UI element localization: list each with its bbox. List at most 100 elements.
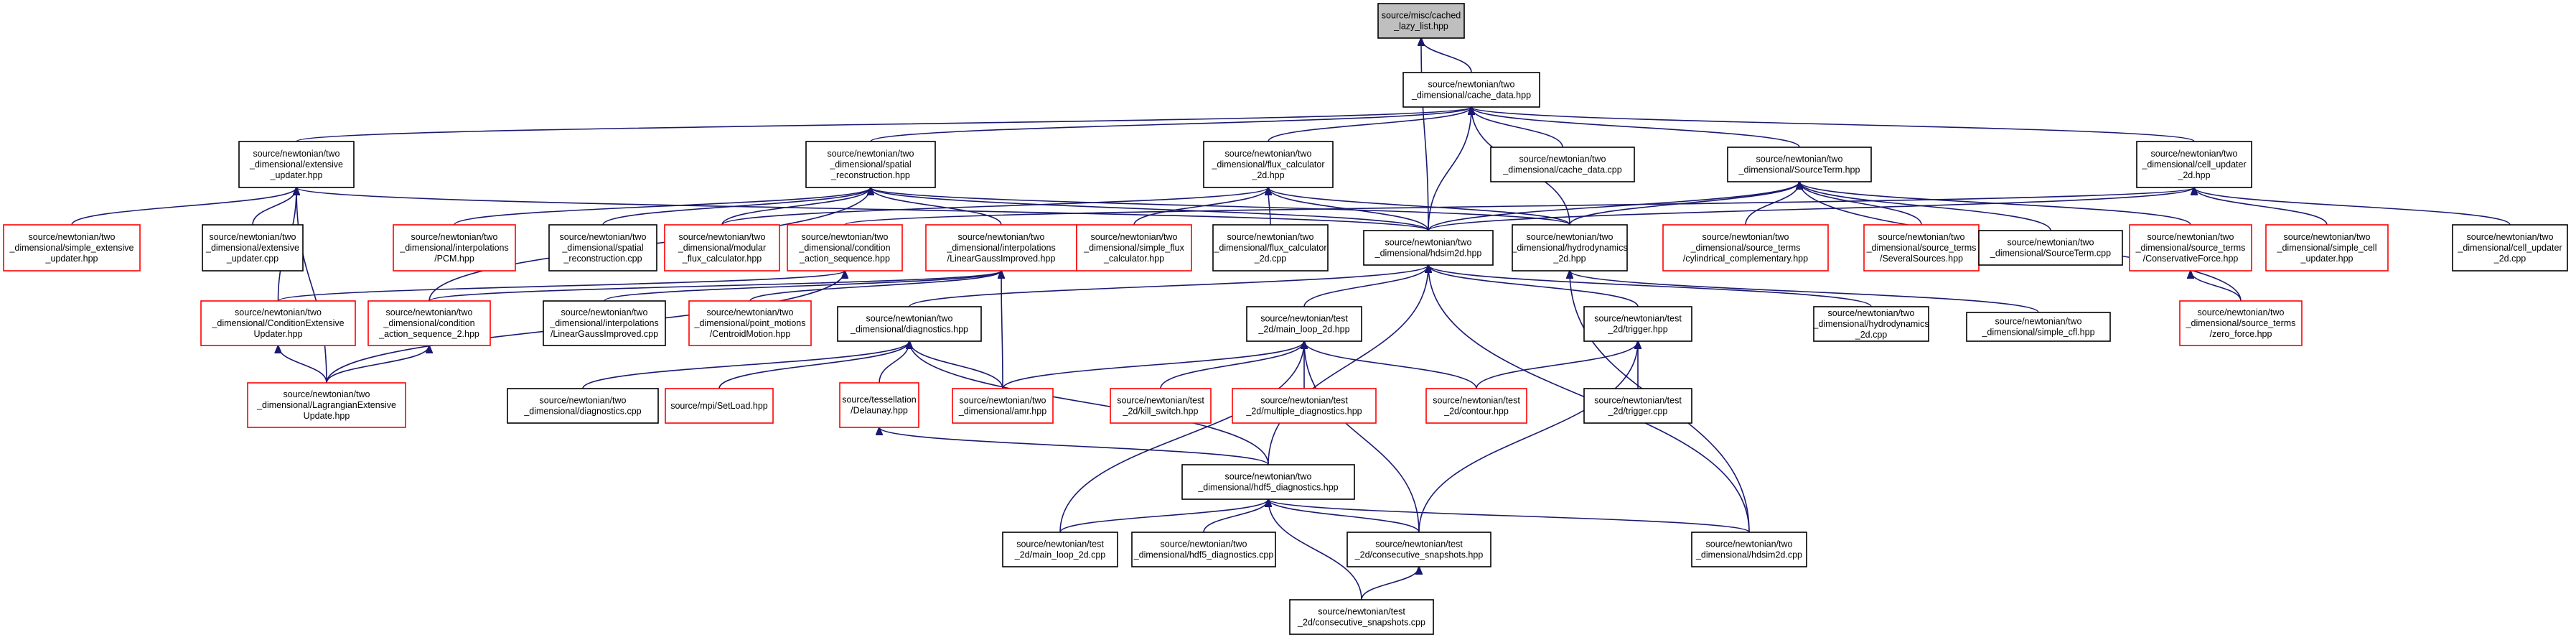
file-node-label: _2d.hpp (2177, 170, 2210, 180)
file-node[interactable]: source/newtonian/two_dimensional/cache_d… (1490, 147, 1635, 182)
file-node[interactable]: source/newtonian/two_dimensional/simple_… (2265, 224, 2389, 272)
file-node[interactable]: source/newtonian/test_2d/trigger.cpp (1583, 388, 1692, 424)
file-node-label: _lazy_list.hpp (1393, 22, 1448, 32)
file-node-box (202, 224, 304, 272)
file-node[interactable]: source/newtonian/two_dimensional/simple_… (1076, 224, 1192, 272)
file-node[interactable]: source/newtonian/two_dimensional/interpo… (543, 300, 666, 346)
file-node-label: source/newtonian/two (1428, 80, 1515, 90)
dependency-arrow (1471, 107, 2195, 142)
dependency-arrow (602, 187, 871, 226)
file-node[interactable]: source/tessellation/Delaunay.hpp (839, 382, 919, 428)
file-node[interactable]: source/newtonian/two_dimensional/simple_… (1966, 312, 2111, 342)
file-node[interactable]: source/newtonian/two_dimensional/source_… (1863, 224, 1980, 272)
file-node[interactable]: source/mpi/SetLoad.hpp (665, 388, 774, 424)
file-node[interactable]: source/newtonian/two_dimensional/SourceT… (1727, 147, 1872, 182)
file-node[interactable]: source/misc/cached_lazy_list.hpp (1377, 3, 1465, 39)
file-node-label: _dimensional/modular (678, 243, 766, 253)
file-node-label: _updater.hpp (270, 170, 323, 180)
dependency-arrow (1268, 107, 1471, 142)
file-node-box (1863, 224, 1980, 272)
dependency-arrow (909, 341, 1003, 389)
dependency-arrow (1268, 187, 1570, 226)
file-node-box (1691, 532, 1807, 567)
file-node[interactable]: source/newtonian/two_dimensional/hydrody… (1511, 224, 1628, 272)
file-node-box (1346, 532, 1491, 567)
file-node[interactable]: source/newtonian/two_dimensional/flux_ca… (1203, 141, 1334, 188)
file-node[interactable]: source/newtonian/two_dimensional/extensi… (202, 224, 304, 272)
file-node[interactable]: source/newtonian/two_dimensional/Lagrang… (247, 382, 406, 428)
file-node-label: _dimensional/SourceTerm.hpp (1738, 165, 1860, 175)
file-node[interactable]: source/newtonian/test_2d/kill_switch.hpp (1110, 388, 1212, 424)
file-node[interactable]: source/newtonian/two_dimensional/cell_up… (2136, 141, 2252, 188)
file-node-label: /cylindrical_complementary.hpp (1683, 254, 1808, 264)
dependency-arrow (428, 271, 1001, 302)
file-node[interactable]: source/newtonian/two_dimensional/source_… (1662, 224, 1829, 272)
dependency-arrow (909, 265, 1428, 307)
file-node[interactable]: source/newtonian/two_dimensional/SourceT… (1978, 230, 2123, 266)
file-node-label: source/newtonian/two (679, 232, 766, 242)
file-node[interactable]: source/newtonian/two_dimensional/hdf5_di… (1131, 532, 1276, 567)
file-node-box (1212, 224, 1329, 272)
file-node-label: source/newtonian/test (1433, 396, 1520, 406)
file-node-label: source/newtonian/two (210, 232, 296, 242)
file-node[interactable]: source/newtonian/two_dimensional/interpo… (393, 224, 516, 272)
file-node[interactable]: source/newtonian/two_dimensional/source_… (2129, 224, 2252, 272)
file-node[interactable]: source/newtonian/test_2d/contour.hpp (1425, 388, 1527, 424)
dependency-arrow (1268, 499, 1420, 533)
file-node[interactable]: source/newtonian/two_dimensional/amr.hpp (952, 388, 1054, 424)
file-node-box (1203, 141, 1334, 188)
file-node[interactable]: source/newtonian/two_dimensional/point_m… (688, 300, 812, 346)
dependency-arrow (1428, 265, 1639, 307)
file-node[interactable]: source/newtonian/two_dimensional/cache_d… (1402, 72, 1540, 108)
file-node-label: _2d/main_loop_2d.cpp (1014, 550, 1106, 560)
file-node-label: source/newtonian/two (1225, 472, 1312, 482)
dependency-arrow (721, 187, 1268, 226)
file-node[interactable]: source/newtonian/two_dimensional/conditi… (367, 300, 491, 346)
file-node-box (1813, 306, 1929, 342)
file-node-box (2452, 224, 2568, 272)
file-node-box (1583, 388, 1692, 424)
dependency-arrow (1428, 265, 1872, 307)
file-node-box (1966, 312, 2111, 342)
file-node-label: _dimensional/SourceTerm.cpp (1990, 249, 2111, 259)
file-node-label: _reconstruction.hpp (830, 170, 910, 180)
file-node[interactable]: source/newtonian/two_dimensional/spatial… (548, 224, 657, 272)
file-node-label: _dimensional/spatial (561, 243, 643, 253)
file-node[interactable]: source/newtonian/two_dimensional/hdsim2d… (1363, 230, 1494, 266)
file-node[interactable]: source/newtonian/two_dimensional/interpo… (925, 224, 1077, 272)
file-node[interactable]: source/newtonian/two_dimensional/diagnos… (507, 388, 659, 424)
file-node-label: source/newtonian/two (1091, 232, 1178, 242)
file-node[interactable]: source/newtonian/two_dimensional/flux_ca… (1212, 224, 1329, 272)
file-node[interactable]: source/newtonian/test_2d/main_loop_2d.hp… (1246, 306, 1362, 342)
file-node[interactable]: source/newtonian/two_dimensional/conditi… (787, 224, 903, 272)
dependency-arrow (1476, 341, 1638, 389)
file-node[interactable]: source/newtonian/test_2d/trigger.hpp (1583, 306, 1692, 342)
file-node-label: /CentroidMotion.hpp (710, 329, 791, 339)
file-node[interactable]: source/newtonian/test_2d/main_loop_2d.cp… (1002, 532, 1118, 567)
dependency-arrow (1268, 187, 1270, 226)
file-node-label: _dimensional/interpolations (946, 243, 1055, 253)
file-node[interactable]: source/newtonian/two_dimensional/spatial… (805, 141, 936, 188)
file-node[interactable]: source/newtonian/two_dimensional/extensi… (238, 141, 355, 188)
file-node-label: source/mpi/SetLoad.hpp (670, 401, 768, 411)
file-node-box (1512, 224, 1628, 272)
file-node[interactable]: source/newtonian/test_2d/consecutive_sna… (1289, 599, 1434, 635)
file-node-label: _dimensional/hdf5_diagnostics.cpp (1133, 550, 1274, 560)
file-node[interactable]: source/newtonian/two_dimensional/hdsim2d… (1691, 532, 1807, 567)
file-node[interactable]: source/newtonian/two_dimensional/hdf5_di… (1181, 464, 1355, 500)
file-node[interactable]: source/newtonian/two_dimensional/modular… (664, 224, 780, 272)
file-node[interactable]: source/newtonian/two_dimensional/hydrody… (1812, 306, 1929, 342)
file-node-box (2129, 224, 2252, 272)
dependency-edges (71, 38, 2511, 600)
file-node-box (1110, 388, 1212, 424)
file-node-label: source/newtonian/two (2008, 238, 2094, 248)
file-node[interactable]: source/newtonian/two_dimensional/simple_… (3, 224, 141, 272)
file-node[interactable]: source/newtonian/two_dimensional/source_… (2179, 300, 2303, 346)
file-node-box (1490, 147, 1635, 182)
file-node[interactable]: source/newtonian/two_dimensional/Conditi… (200, 300, 356, 346)
file-node[interactable]: source/newtonian/test_2d/multiple_diagno… (1232, 388, 1377, 424)
file-node-label: _updater.cpp (226, 254, 278, 264)
file-node[interactable]: source/newtonian/two_dimensional/cell_up… (2452, 224, 2568, 272)
file-node[interactable]: source/newtonian/test_2d/consecutive_sna… (1346, 532, 1491, 567)
file-node[interactable]: source/newtonian/two_dimensional/diagnos… (837, 306, 982, 342)
